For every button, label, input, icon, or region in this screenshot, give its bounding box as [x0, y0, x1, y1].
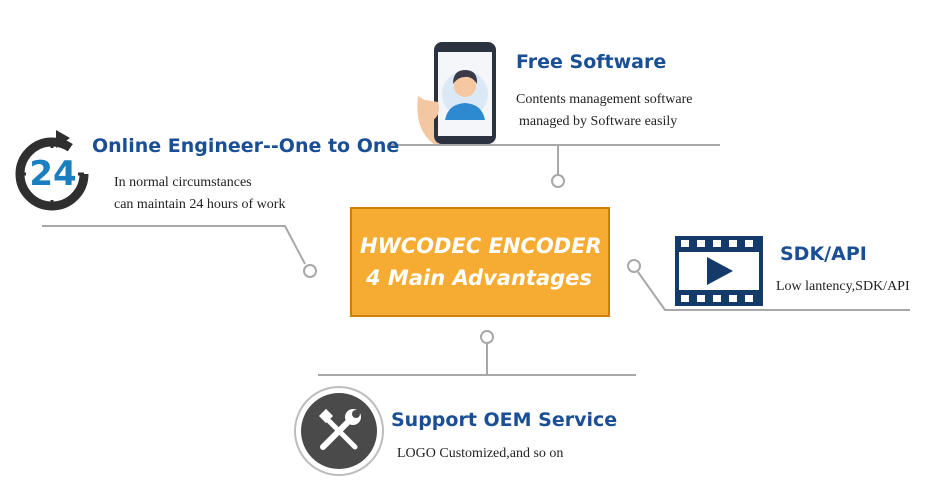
connector-right-node — [627, 259, 641, 273]
free-software-desc-line1: Contents management software — [516, 92, 693, 107]
film-play-icon — [675, 236, 763, 306]
center-box: HWCODEC ENCODER 4 Main Advantages — [350, 207, 610, 317]
oem-service-desc: LOGO Customized,and so on — [397, 446, 564, 461]
connector-top-node — [551, 174, 565, 188]
online-engineer-desc-line2: can maintain 24 hours of work — [114, 197, 286, 212]
online-engineer-desc-line1: In normal circumstances — [114, 175, 252, 190]
sdk-api-title: SDK/API — [780, 243, 867, 265]
center-title-line2: 4 Main Advantages — [366, 266, 592, 290]
connector-left-node — [303, 264, 317, 278]
online-engineer-title: Online Engineer--One to One — [92, 135, 400, 157]
sdk-api-desc: Low lantency,SDK/API — [776, 279, 910, 294]
oem-service-title: Support OEM Service — [391, 409, 618, 431]
connector-left-line — [42, 225, 306, 265]
connector-bottom-node — [480, 330, 494, 344]
free-software-title: Free Software — [516, 51, 667, 73]
24-hours-icon: 24 — [10, 126, 94, 218]
center-title-line1: HWCODEC ENCODER — [360, 234, 602, 258]
connector-right-line — [637, 271, 910, 311]
24-hours-icon-text: 24 — [29, 154, 77, 194]
wrench-screwdriver-icon — [293, 385, 385, 477]
free-software-desc-line2: managed by Software easily — [519, 114, 678, 129]
free-software-icon — [412, 40, 508, 145]
